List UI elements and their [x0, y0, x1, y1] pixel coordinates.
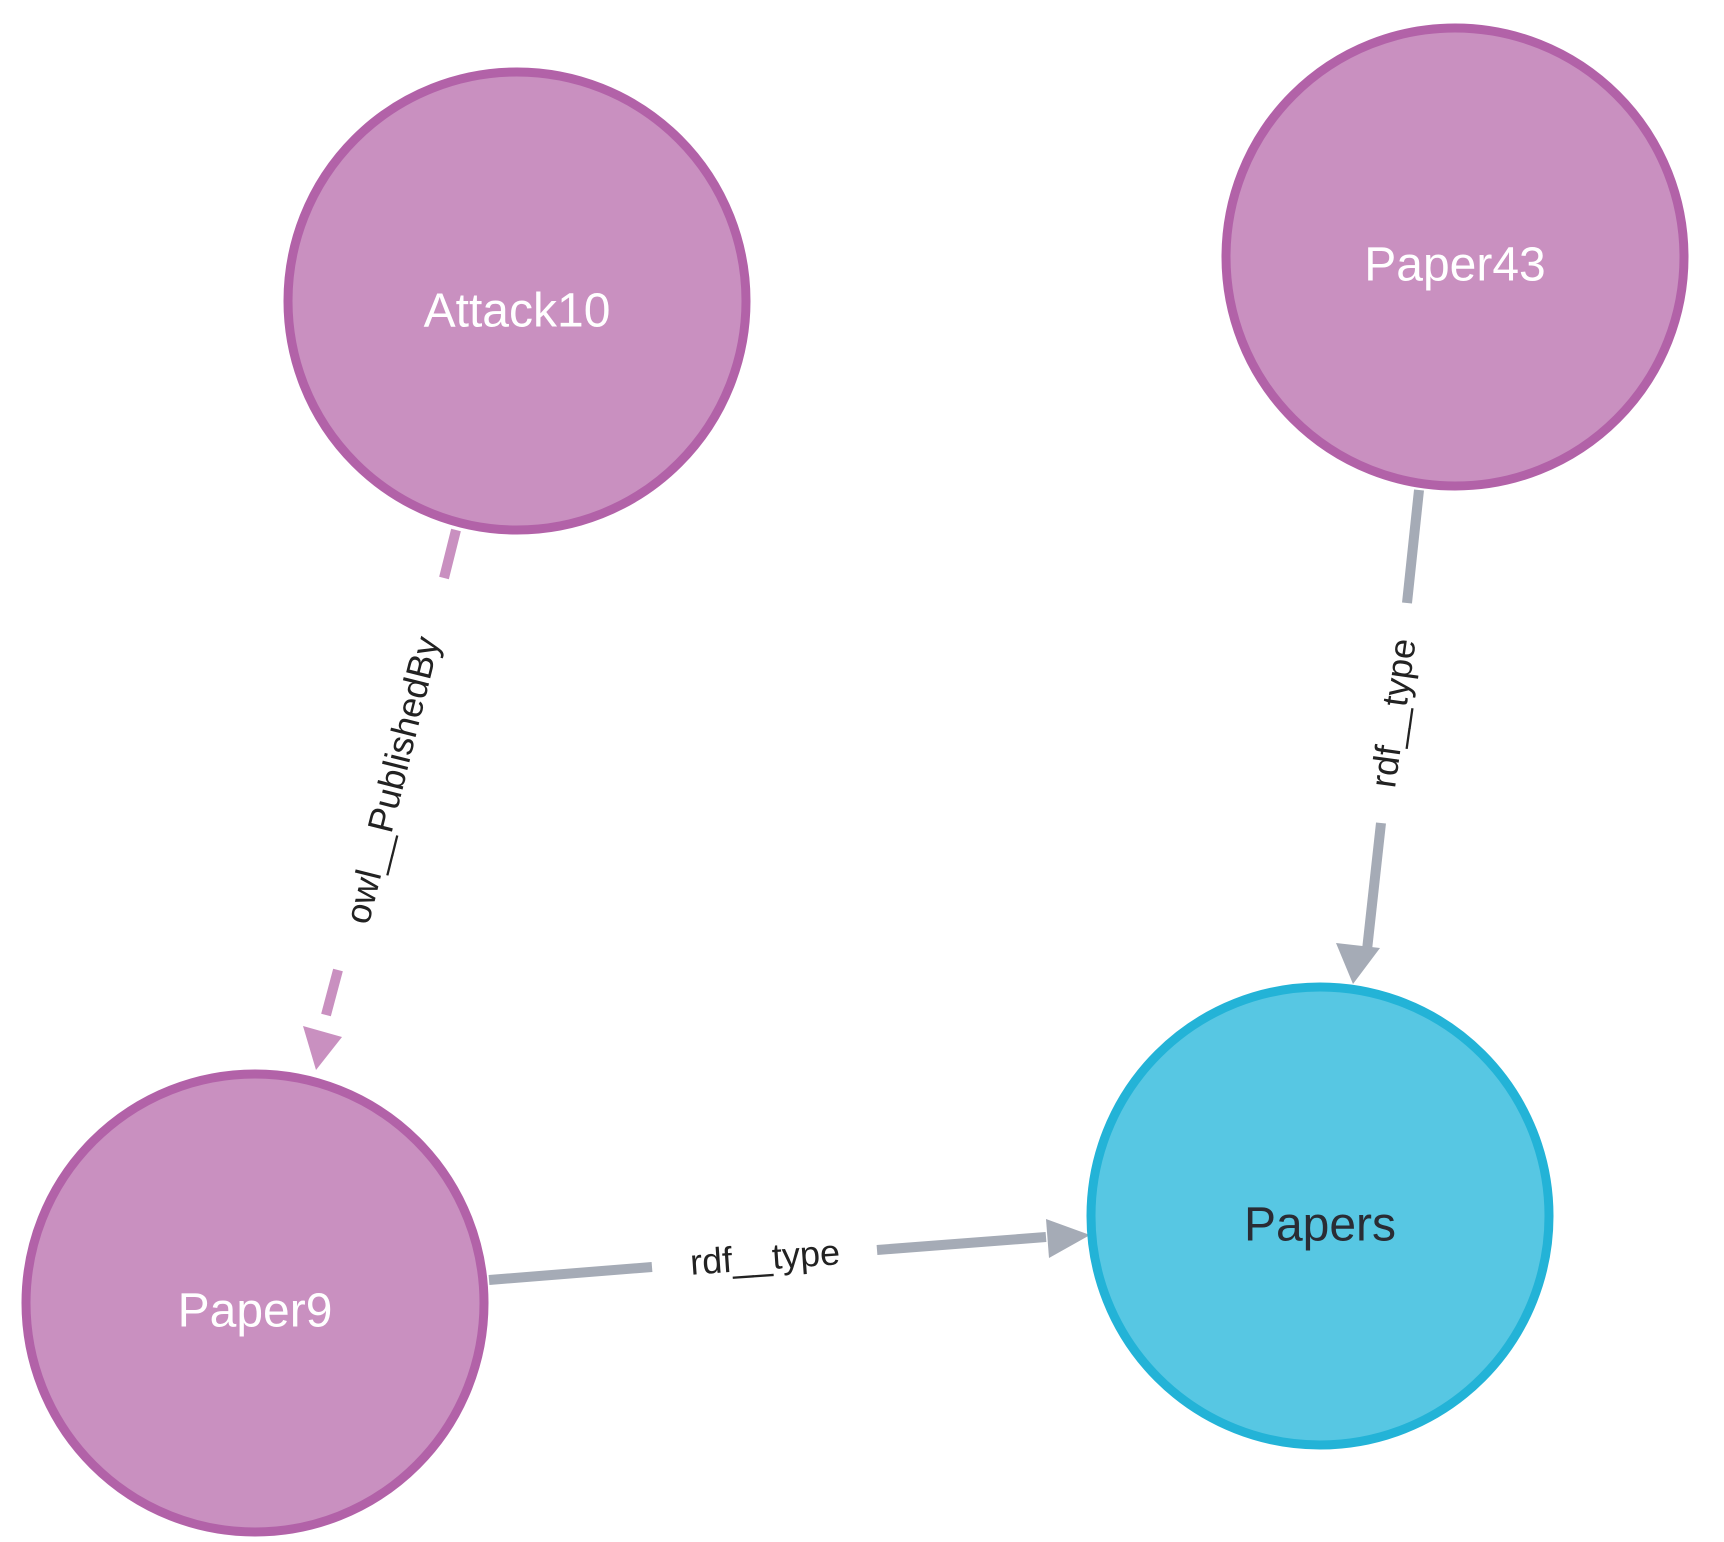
node-papers[interactable]: Papers [1086, 982, 1554, 1450]
edge-label: rdf__type [1362, 636, 1423, 790]
edge-paper43-to-papers[interactable]: rdf__type [1336, 489, 1424, 984]
edge-line-segment [439, 528, 461, 580]
edge-paper9-to-papers[interactable]: rdf__type [488, 1219, 1090, 1285]
node-circle [21, 1069, 489, 1537]
arrowhead-icon [303, 1026, 342, 1070]
edge-line-segment [321, 968, 343, 1017]
node-label: Attack10 [424, 285, 611, 338]
node-attack10[interactable]: Attack10 [283, 67, 751, 535]
edge-label: owl__PublishedBy [337, 632, 448, 927]
edge-line-segment [876, 1232, 1047, 1255]
node-circle [283, 67, 751, 535]
node-label: Paper43 [1364, 239, 1545, 292]
edge-attack10-to-paper9[interactable]: owl__PublishedBy [303, 528, 461, 1070]
node-label: Papers [1244, 1199, 1396, 1252]
node-circle [1221, 23, 1689, 491]
edge-line-segment [1402, 489, 1424, 604]
node-paper43[interactable]: Paper43 [1221, 23, 1689, 491]
arrowhead-icon [1336, 943, 1380, 984]
arrowhead-icon [1046, 1219, 1090, 1258]
edge-label: rdf__type [689, 1231, 842, 1282]
edge-line-segment [1362, 822, 1386, 951]
node-label: Paper9 [178, 1285, 333, 1338]
node-circle [1086, 982, 1554, 1450]
node-paper9[interactable]: Paper9 [21, 1069, 489, 1537]
edge-line-segment [488, 1262, 653, 1285]
